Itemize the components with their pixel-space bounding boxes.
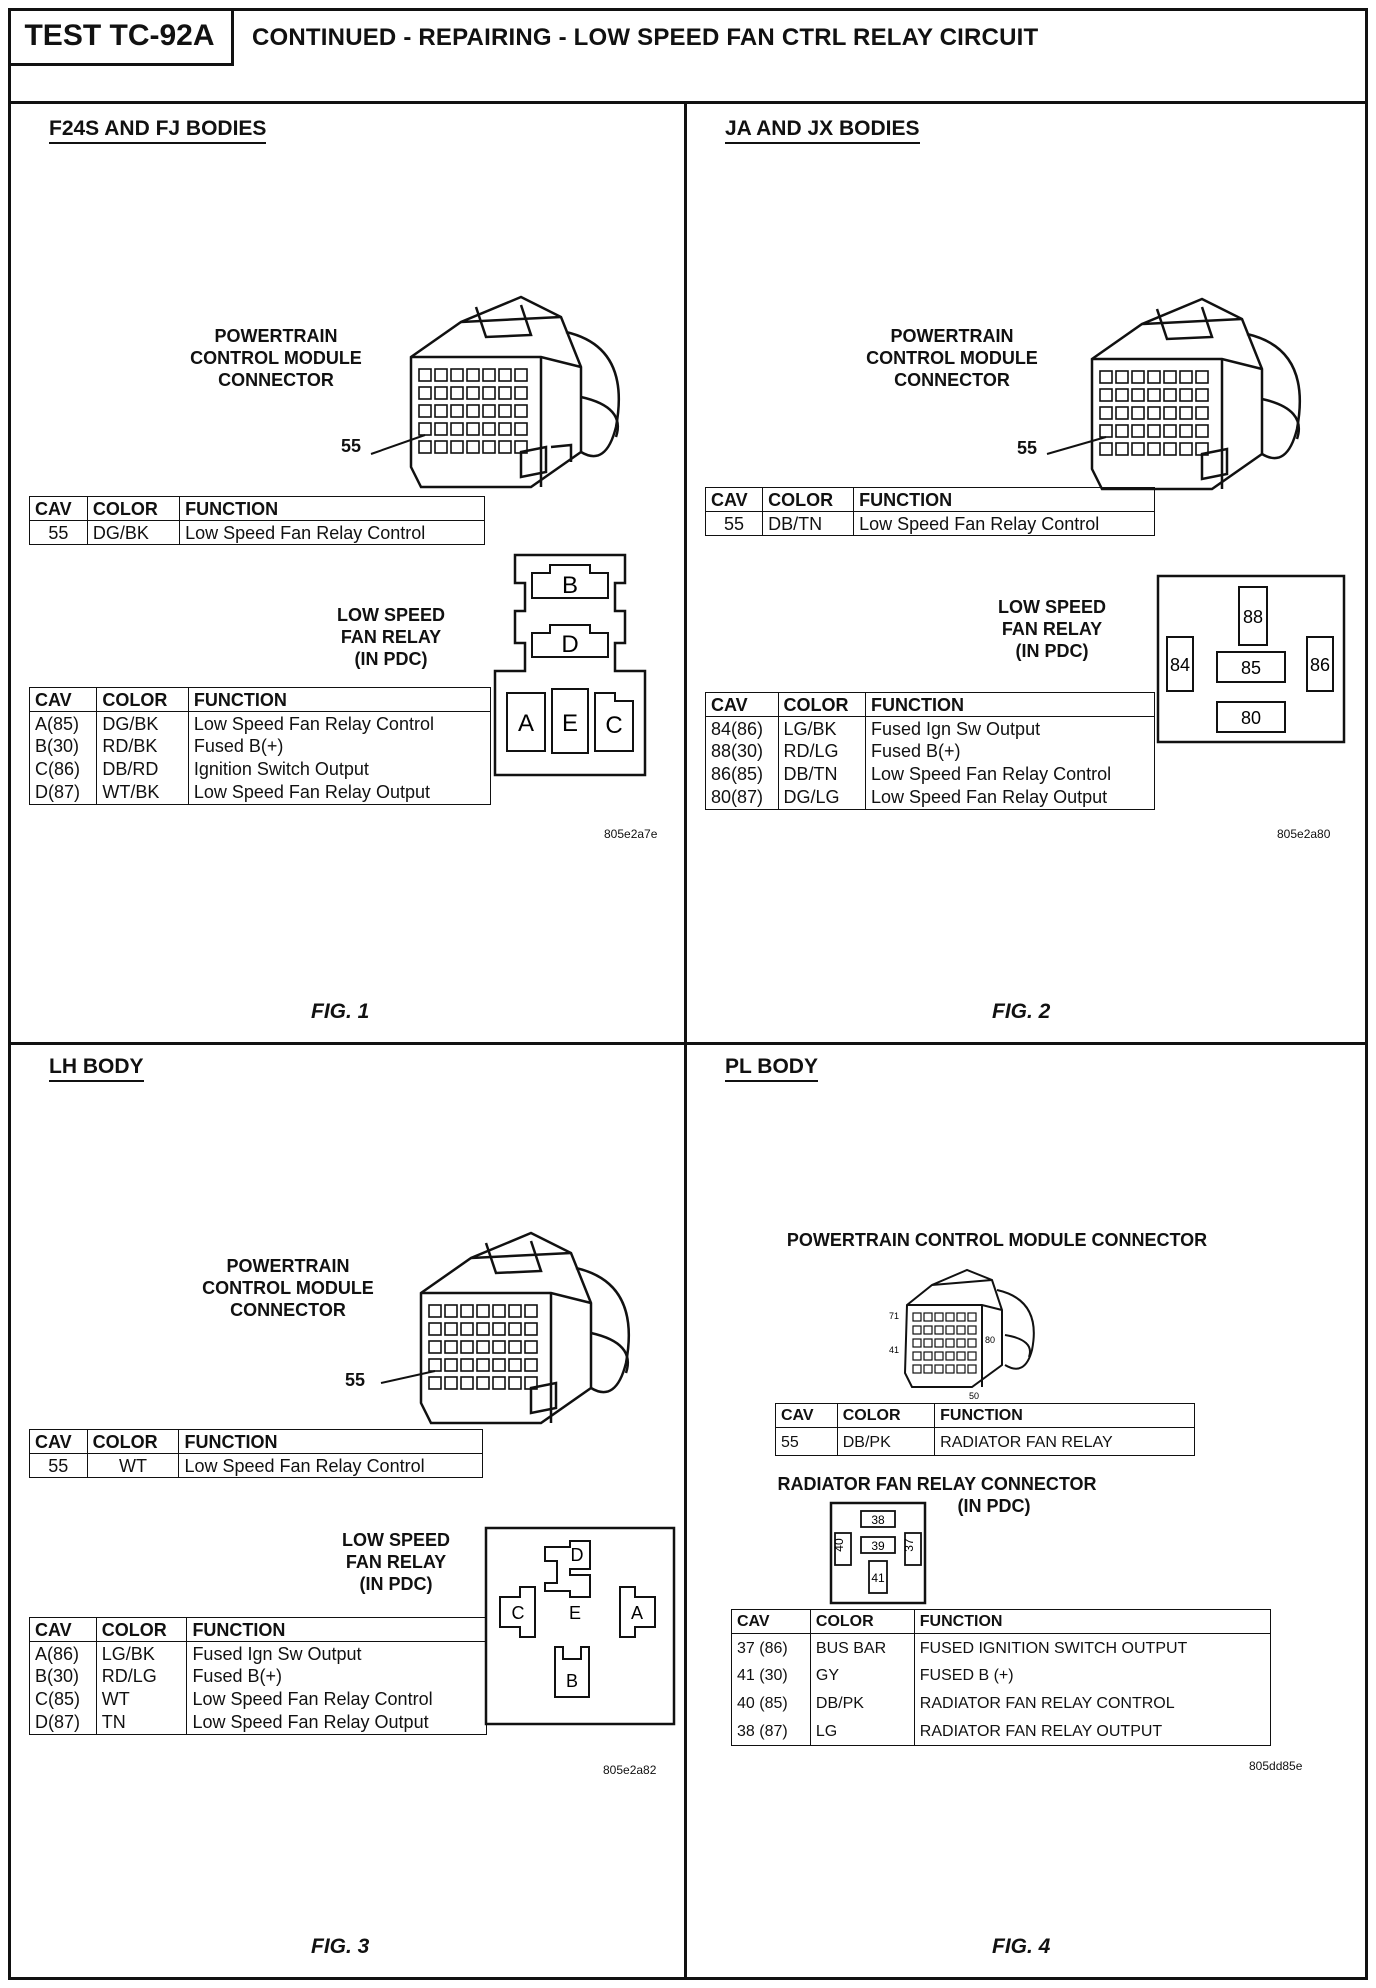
pcm-connector-label: POWERTRAIN CONTROL MODULE CONNECTOR [866,326,1038,390]
figure-code: 805e2a82 [603,1763,657,1777]
terminal-80: 80 [1241,708,1261,728]
page-title: CONTINUED - REPAIRING - LOW SPEED FAN CT… [252,24,1039,51]
terminal-e: E [569,1603,581,1623]
relay-connector-label: RADIATOR FAN RELAY CONNECTOR [777,1474,1097,1494]
pin-55-callout: 55 [340,436,362,456]
pcm-connector-drawing: 71 41 80 50 [889,1268,1035,1401]
figure-2-label: FIG. 2 [992,1000,1051,1023]
pin-80-label: 80 [985,1335,995,1345]
figure-3-panel: LH BODY POWERTRAIN CONTROL MODULE CONNEC… [11,1045,684,1977]
relay-label: LOW SPEED FAN RELAY (IN PDC) [336,605,445,669]
terminal-c: C [512,1603,525,1623]
figure-4-panel: PL BODY POWERTRAIN CONTROL MODULE CONNEC… [687,1045,1365,1977]
terminal-86: 86 [1310,655,1330,675]
page-header: TEST TC-92A CONTINUED - REPAIRING - LOW … [8,8,1368,104]
figure-3-title: LH BODY [49,1055,144,1082]
pin-41-label: 41 [889,1345,899,1355]
relay-connector-drawing: D C E A B [484,1526,676,1726]
page-frame [8,8,1368,1980]
table-row: 55 DB/PK RADIATOR FAN RELAY [775,1427,1195,1456]
terminal-d: D [571,1545,584,1565]
horizontal-divider [8,1042,1368,1045]
table-row: 55 DG/BK Low Speed Fan Relay Control [29,520,485,545]
figure-1-label: FIG. 1 [311,1000,370,1023]
terminal-37: 37 [902,1538,916,1552]
pcm-pin-table: CAV COLOR FUNCTION 55 DG/BK Low Speed Fa… [29,496,485,545]
figure-code: 805e2a7e [604,827,658,841]
terminal-41: 41 [871,1571,885,1585]
relay-connector-drawing: 88 84 85 86 80 [1156,574,1346,744]
pcm-connector-drawing [380,1231,631,1425]
table-row: 55 DB/TN Low Speed Fan Relay Control [704,511,1155,536]
pin-55-callout: 55 [344,1370,366,1390]
pin-71-label: 71 [889,1311,899,1321]
terminal-85: 85 [1241,658,1261,678]
figure-2-panel: JA AND JX BODIES POWERTRAIN CONTROL MODU… [687,107,1365,1042]
figure-2-title: JA AND JX BODIES [725,117,920,144]
terminal-c: C [605,712,622,739]
terminal-e: E [562,710,578,737]
relay-connector-drawing: B D A E C [493,553,647,777]
pin-50-label: 50 [969,1391,979,1401]
pcm-connector-label: POWERTRAIN CONTROL MODULE CONNECTOR [202,1256,374,1320]
pcm-connector-drawing [1046,297,1302,491]
terminal-84: 84 [1170,655,1190,675]
figure-4-label: FIG. 4 [992,1935,1051,1958]
test-id: TEST TC-92A [8,8,234,66]
pcm-pin-table: CAV COLOR FUNCTION 55 WT Low Speed Fan R… [29,1429,483,1478]
relay-label: LOW SPEED FAN RELAY (IN PDC) [341,1530,450,1594]
terminal-a: A [518,710,534,737]
figure-code: 805e2a80 [1277,827,1331,841]
pcm-connector-label: POWERTRAIN CONTROL MODULE CONNECTOR [190,326,362,390]
figure-1-title: F24S AND FJ BODIES [49,117,267,144]
terminal-b: B [562,572,578,599]
pin-55-callout: 55 [1016,438,1038,458]
terminal-a: A [631,1603,643,1623]
pcm-connector-label: POWERTRAIN CONTROL MODULE CONNECTOR [786,1230,1208,1250]
terminal-d: D [561,631,578,658]
figure-code: 805dd85e [1249,1759,1303,1773]
relay-connector-drawing: 38 40 39 37 41 [829,1501,927,1605]
terminal-38: 38 [871,1513,885,1527]
table-row: 55 WT Low Speed Fan Relay Control [29,1453,483,1478]
terminal-b: B [566,1671,578,1691]
terminal-39: 39 [871,1539,885,1553]
figure-4-title: PL BODY [725,1055,818,1082]
terminal-40: 40 [832,1538,846,1552]
pcm-pin-table: CAV COLOR FUNCTION 55 DB/TN Low Speed Fa… [704,487,1155,536]
terminal-88: 88 [1243,607,1263,627]
pcm-connector-drawing [370,295,621,489]
pcm-pin-table: CAV COLOR FUNCTION 55 DB/PK RADIATOR FAN… [775,1403,1195,1456]
figure-3-label: FIG. 3 [311,1935,370,1958]
relay-connector-sublabel: (IN PDC) [957,1496,1031,1516]
figure-1-panel: F24S AND FJ BODIES POWERTRAIN CONTROL MO… [11,107,684,1042]
relay-label: LOW SPEED FAN RELAY (IN PDC) [997,597,1106,661]
